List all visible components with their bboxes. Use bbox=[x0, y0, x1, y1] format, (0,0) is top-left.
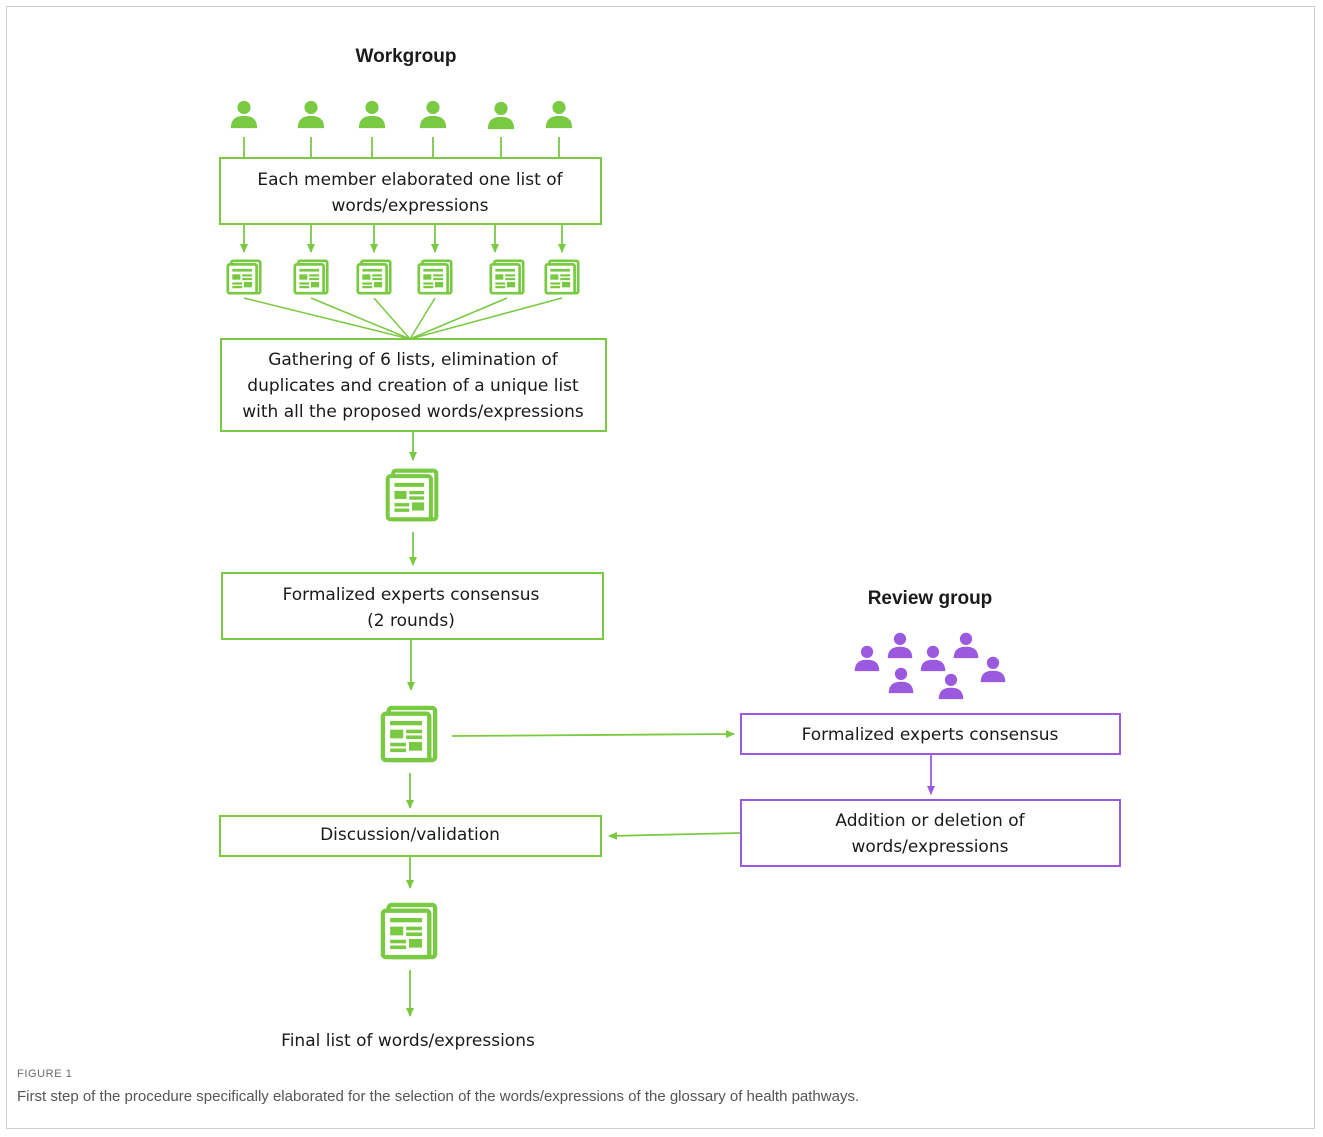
person-icon bbox=[358, 100, 386, 129]
person-icon bbox=[938, 673, 964, 700]
person-icon bbox=[920, 645, 946, 672]
box-gathering-line2: duplicates and creation of a unique list bbox=[247, 376, 579, 396]
person-icon bbox=[888, 667, 914, 694]
box-each-member bbox=[219, 157, 602, 225]
person-icon bbox=[980, 656, 1006, 683]
box-formalized-consensus bbox=[221, 572, 604, 640]
document-icon bbox=[383, 708, 435, 760]
box-discussion-validation-label: Discussion/validation bbox=[320, 825, 500, 845]
document-icon bbox=[293, 259, 329, 295]
box-gathering-line3: with all the proposed words/expressions bbox=[242, 402, 584, 422]
document-icon bbox=[383, 905, 435, 957]
review-box-addition-deletion-line2: words/expressions bbox=[852, 837, 1009, 857]
review-box-consensus bbox=[740, 713, 1121, 755]
review-box-addition-deletion-line1: Addition or deletion of bbox=[835, 811, 1025, 831]
box-gathering-line1: Gathering of 6 lists, elimination of bbox=[268, 350, 559, 370]
person-icon bbox=[230, 100, 258, 129]
person-icon bbox=[297, 100, 325, 129]
document-icon bbox=[226, 259, 262, 295]
box-formalized-consensus-line2: (2 rounds) bbox=[367, 611, 455, 631]
document-icon bbox=[544, 259, 580, 295]
box-each-member-line2: words/expressions bbox=[332, 196, 489, 216]
document-icon bbox=[388, 471, 437, 520]
box-each-member-line1: Each member elaborated one list of bbox=[257, 170, 563, 190]
box-gathering bbox=[220, 338, 607, 432]
document-icon bbox=[489, 259, 525, 295]
box-discussion-validation bbox=[219, 815, 602, 857]
box-formalized-consensus-line1: Formalized experts consensus bbox=[283, 585, 540, 605]
figure-caption: First step of the procedure specifically… bbox=[17, 1088, 860, 1105]
person-icon bbox=[953, 632, 979, 659]
person-icon bbox=[887, 632, 913, 659]
final-list-label: Final list of words/expressions bbox=[281, 1031, 535, 1051]
review-group-heading: Review group bbox=[868, 588, 993, 609]
person-icon bbox=[487, 101, 515, 130]
person-icon bbox=[419, 100, 447, 129]
review-box-addition-deletion bbox=[740, 799, 1121, 867]
document-icon bbox=[356, 259, 392, 295]
person-icon bbox=[854, 645, 880, 672]
figure-label: FIGURE 1 bbox=[17, 1068, 73, 1080]
person-icon bbox=[545, 100, 573, 129]
workgroup-heading: Workgroup bbox=[356, 46, 457, 67]
document-icon bbox=[417, 259, 453, 295]
review-box-consensus-label: Formalized experts consensus bbox=[802, 725, 1059, 745]
